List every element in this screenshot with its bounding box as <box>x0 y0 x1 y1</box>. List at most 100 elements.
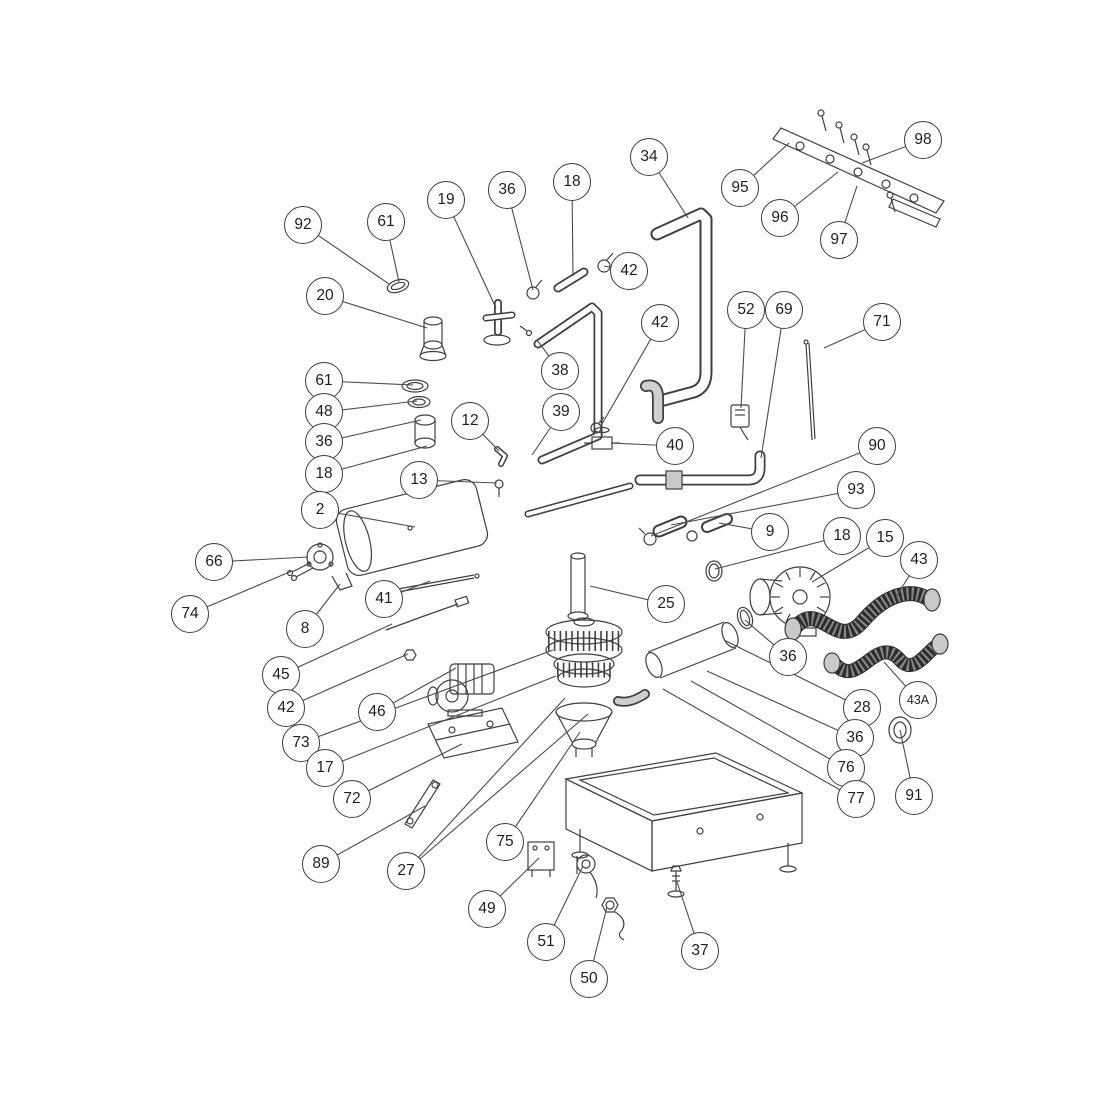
leader-line <box>320 805 426 865</box>
drain-hose-part <box>784 586 941 641</box>
callout-balloon-42[interactable]: 42 <box>267 689 305 727</box>
callout-balloon-43a[interactable]: 43A <box>899 681 937 719</box>
leader-line <box>706 670 856 739</box>
small-fittings-part <box>494 446 508 497</box>
callout-balloon-15[interactable]: 15 <box>866 519 904 557</box>
callout-balloon-46[interactable]: 46 <box>358 693 396 731</box>
callout-balloon-71[interactable]: 71 <box>863 303 901 341</box>
mounting-rail-part <box>772 109 945 228</box>
callout-balloon-52[interactable]: 52 <box>727 291 765 329</box>
thin-rod-part <box>803 339 816 441</box>
cross-fitting-part <box>482 299 533 346</box>
callout-balloon-75[interactable]: 75 <box>486 823 524 861</box>
leader-line <box>405 697 566 872</box>
drain-sleeve-part <box>613 606 754 707</box>
callout-balloon-38[interactable]: 38 <box>541 352 579 390</box>
thermostat-part <box>576 854 598 899</box>
callout-balloon-77[interactable]: 77 <box>837 780 875 818</box>
leader-line <box>285 653 409 709</box>
leader-line <box>714 535 843 570</box>
callout-balloon-12[interactable]: 12 <box>451 402 489 440</box>
callout-balloon-36[interactable]: 36 <box>305 423 343 461</box>
callout-balloon-92[interactable]: 92 <box>284 206 322 244</box>
rinse-tube-part <box>533 267 603 465</box>
drain-pipe-part <box>640 207 713 424</box>
callout-balloon-74[interactable]: 74 <box>171 595 209 633</box>
callout-balloon-18[interactable]: 18 <box>305 455 343 493</box>
rubber-ring-part <box>888 716 912 744</box>
leveling-foot-icon <box>667 865 685 898</box>
leader-line <box>650 445 878 537</box>
callout-balloon-48[interactable]: 48 <box>305 393 343 431</box>
solenoid-part <box>730 404 750 441</box>
leader-line <box>405 713 589 872</box>
callout-balloon-42[interactable]: 42 <box>610 252 648 290</box>
callout-balloon-91[interactable]: 91 <box>895 777 933 815</box>
callout-balloon-61[interactable]: 61 <box>367 203 405 241</box>
callout-balloon-18[interactable]: 18 <box>553 163 591 201</box>
callout-balloon-19[interactable]: 19 <box>427 181 465 219</box>
callout-balloon-50[interactable]: 50 <box>570 960 608 998</box>
rod-part <box>397 573 480 593</box>
callout-balloon-25[interactable]: 25 <box>647 585 685 623</box>
callout-balloon-93[interactable]: 93 <box>837 471 875 509</box>
callout-balloon-43[interactable]: 43 <box>900 541 938 579</box>
callout-balloon-69[interactable]: 69 <box>765 291 803 329</box>
callout-balloon-37[interactable]: 37 <box>681 932 719 970</box>
leader-line <box>690 680 847 769</box>
callout-balloon-89[interactable]: 89 <box>302 845 340 883</box>
callout-balloon-34[interactable]: 34 <box>630 138 668 176</box>
drain-hose-a-part <box>823 633 949 678</box>
leader-line <box>662 688 857 800</box>
leader-line <box>280 623 393 676</box>
chassis-frame-part <box>564 752 804 898</box>
safety-thermostat-part <box>601 897 625 941</box>
leader-line <box>445 199 497 309</box>
nut-icon <box>403 649 417 661</box>
leader-line <box>760 309 785 459</box>
callout-balloon-13[interactable]: 13 <box>400 461 438 499</box>
callout-balloon-36[interactable]: 36 <box>769 638 807 676</box>
callout-balloon-90[interactable]: 90 <box>858 427 896 465</box>
callout-balloon-36[interactable]: 36 <box>488 171 526 209</box>
callout-balloon-39[interactable]: 39 <box>542 393 580 431</box>
callout-balloon-66[interactable]: 66 <box>195 543 233 581</box>
callout-balloon-2[interactable]: 2 <box>301 491 339 529</box>
callout-balloon-73[interactable]: 73 <box>282 724 320 762</box>
callout-balloon-49[interactable]: 49 <box>468 890 506 928</box>
micro-switch-part <box>527 841 555 877</box>
pipe-fittings-part <box>524 482 733 582</box>
leader-line <box>670 489 857 526</box>
leader-lines <box>189 139 924 980</box>
callout-balloon-76[interactable]: 76 <box>827 749 865 787</box>
callout-balloon-95[interactable]: 95 <box>721 169 759 207</box>
mounting-plate-part <box>427 707 519 759</box>
callout-balloon-97[interactable]: 97 <box>820 221 858 259</box>
callout-balloon-9[interactable]: 9 <box>751 513 789 551</box>
callout-balloon-40[interactable]: 40 <box>656 427 694 465</box>
callout-balloon-27[interactable]: 27 <box>387 852 425 890</box>
inlet-fitting-part <box>419 316 447 362</box>
callout-balloon-18[interactable]: 18 <box>823 517 861 555</box>
funnel-part <box>555 702 613 757</box>
callout-balloon-72[interactable]: 72 <box>333 780 371 818</box>
leader-line <box>351 743 463 800</box>
callout-balloon-45[interactable]: 45 <box>262 656 300 694</box>
callout-balloon-41[interactable]: 41 <box>365 580 403 618</box>
probe-part <box>385 595 470 631</box>
callout-balloon-96[interactable]: 96 <box>761 199 799 237</box>
callout-balloon-8[interactable]: 8 <box>286 610 324 648</box>
callout-balloon-17[interactable]: 17 <box>306 749 344 787</box>
rail-screw-icon <box>817 109 896 213</box>
callout-balloon-61[interactable]: 61 <box>305 362 343 400</box>
callout-balloon-51[interactable]: 51 <box>527 923 565 961</box>
leader-line <box>504 731 581 843</box>
standpipe-part <box>567 552 589 621</box>
callout-balloon-20[interactable]: 20 <box>306 277 344 315</box>
callout-balloon-42[interactable]: 42 <box>641 304 679 342</box>
callout-balloon-98[interactable]: 98 <box>904 121 942 159</box>
gasket-icon <box>386 278 410 294</box>
lower-pipe-part <box>634 450 766 490</box>
heating-element-part <box>286 542 353 591</box>
